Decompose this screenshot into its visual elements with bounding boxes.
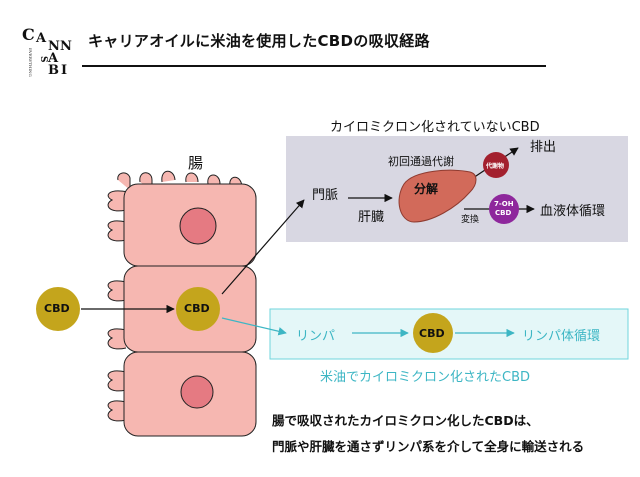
liver-shape — [398, 169, 477, 223]
logo-letter: I — [61, 63, 68, 78]
decomposition-label: 分解 — [414, 182, 439, 196]
cbd-outside-label: CBD — [44, 302, 70, 315]
logo-letter: N — [60, 39, 72, 54]
seven-oh-label-line1: 7-OH — [494, 200, 514, 208]
title-underline — [82, 65, 546, 67]
logo-letter: A — [36, 31, 47, 46]
upper-box-title: カイロミクロン化されていないCBD — [330, 120, 540, 135]
arrow-to-portal — [221, 199, 305, 295]
lymph-label: リンパ — [296, 329, 336, 344]
seven-oh-circle — [489, 194, 519, 224]
conversion-label: 変換 — [461, 215, 480, 225]
portal-vein-label: 門脈 — [312, 188, 339, 203]
logo-letter: B — [48, 63, 59, 78]
lower-box-title: 米油でカイロミクロン化されたCBD — [320, 370, 531, 385]
cbd-outside-circle — [36, 287, 80, 331]
nucleus — [179, 207, 217, 245]
logo-letter: N — [48, 39, 60, 54]
seven-oh-label-line2: CBD — [495, 209, 512, 217]
nucleus — [180, 375, 214, 409]
arrow-to-lymph — [221, 317, 287, 336]
logo-letter: S — [38, 56, 48, 63]
logo-letter: A — [48, 51, 59, 66]
cbd-cell-circle — [176, 287, 220, 331]
metabolite-circle — [483, 152, 509, 178]
cbd-lymph-label: CBD — [419, 327, 445, 340]
lymph-circulation-label: リンパ体循環 — [522, 329, 601, 344]
logo-subtitle: EVERYTHING — [28, 48, 33, 77]
page-title: キャリアオイルに米油を使用したCBDの吸収経路 — [88, 32, 430, 50]
liver-label: 肝臓 — [358, 210, 385, 225]
brand-logo: C A N N A B I S EVERYTHING — [22, 25, 78, 82]
metabolite-label: 代謝物 — [486, 163, 505, 170]
cbd-cell-label: CBD — [184, 302, 210, 315]
logo-letter: C — [22, 25, 35, 44]
footer-line-1: 腸で吸収されたカイロミクロン化したCBDは、 — [272, 413, 539, 428]
cbd-lymph-circle — [413, 313, 453, 353]
excretion-label: 排出 — [530, 140, 557, 155]
first-pass-label: 初回通過代謝 — [388, 155, 454, 168]
blood-circulation-label: 血液体循環 — [540, 204, 606, 219]
footer-line-2: 門脈や肝臓を通さずリンパ系を介して全身に輸送される — [272, 439, 585, 454]
intestine-label: 腸 — [188, 154, 204, 172]
